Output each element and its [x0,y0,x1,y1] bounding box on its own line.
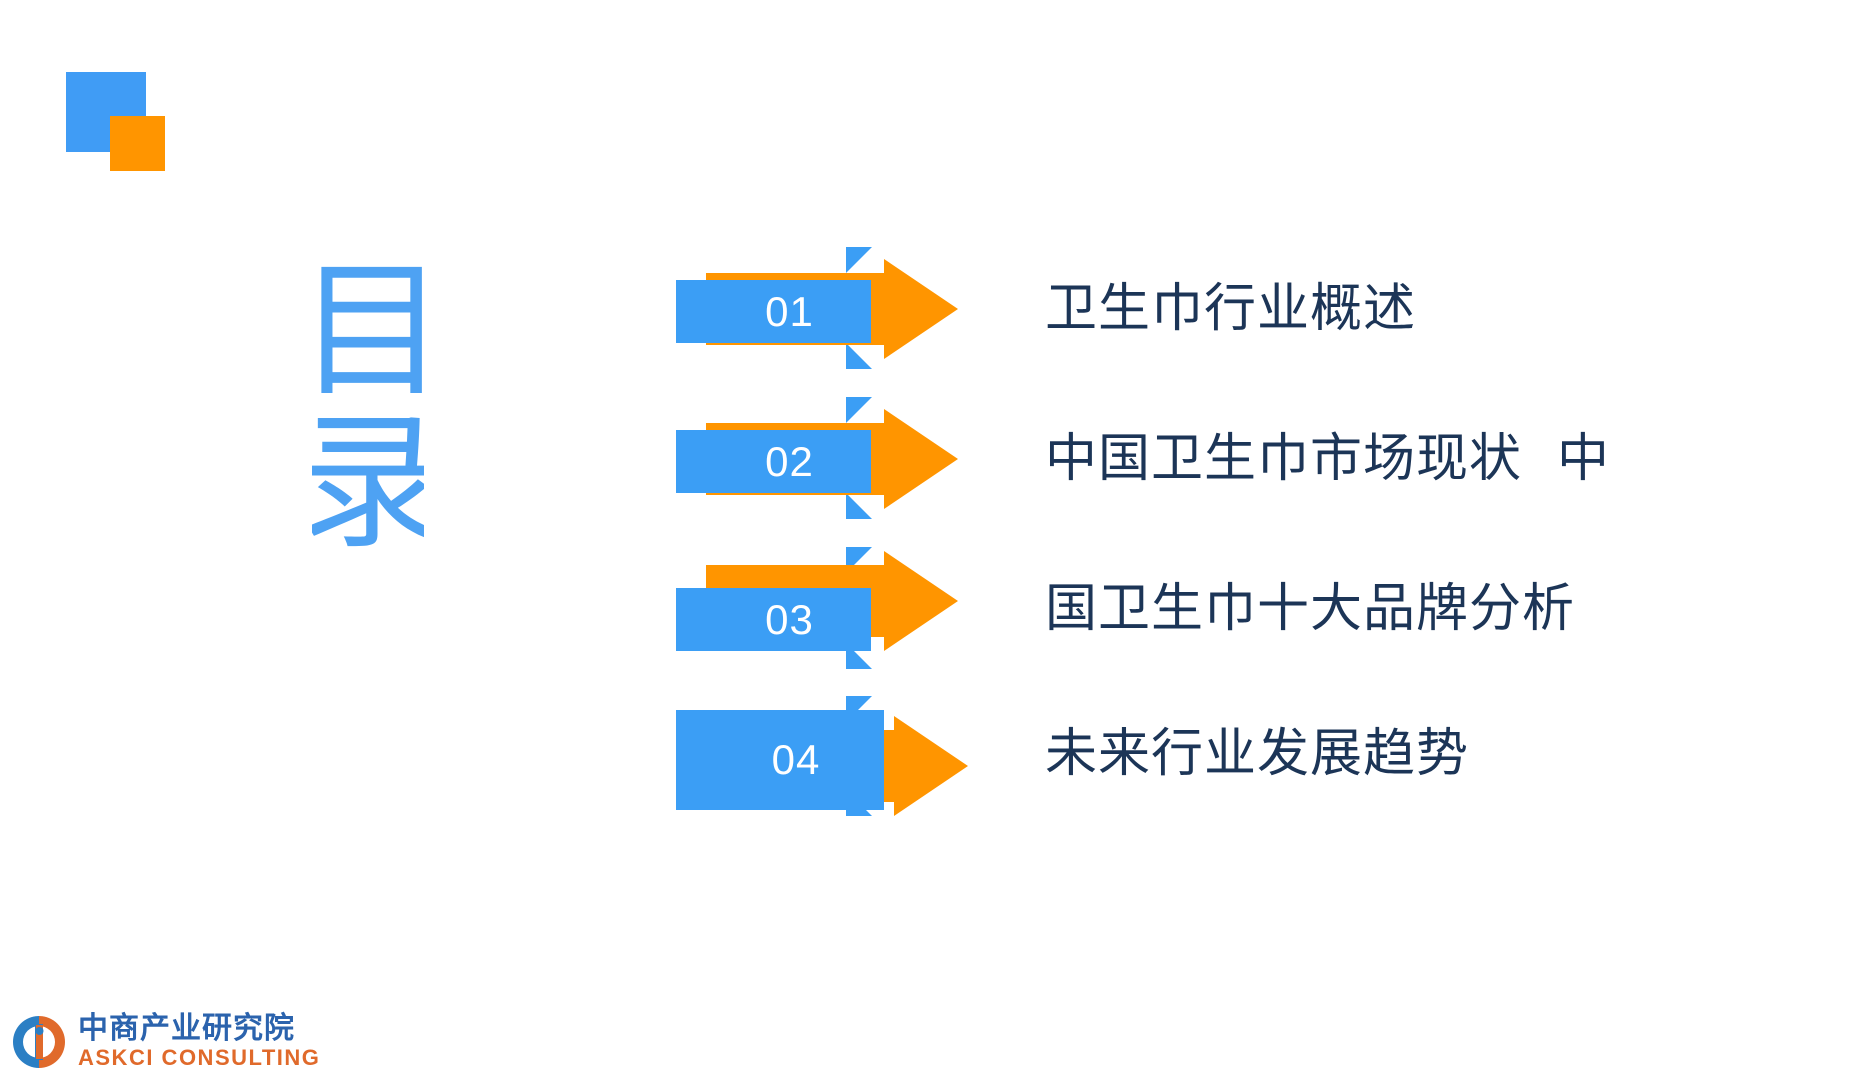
page-title-vertical: 目 录 [312,255,424,565]
contents-item-03[interactable]: 03 国卫生巾十大品牌分析 [0,543,1875,673]
chevron-accent-bottom-icon [846,343,872,369]
contents-number-badge: 04 [676,710,884,810]
contents-item-label[interactable]: 未来行业发展趋势 [1045,724,1470,784]
chevron-accent-bottom-icon [846,493,872,519]
contents-item-01[interactable]: 01 卫生巾行业概述 [0,243,1875,373]
contents-item-02[interactable]: 02 中国卫生巾市场现状 中 [0,393,1875,523]
title-char-1: 目 [312,255,424,417]
arrow-head [884,259,958,359]
arrow-head [884,551,958,651]
decor-square-orange [110,116,165,171]
footer-logo-en: ASKCI CONSULTING [78,1045,321,1070]
arrow-head [894,716,968,816]
footer-logo-cn: 中商产业研究院 [78,1011,295,1046]
contents-item-label[interactable]: 国卫生巾十大品牌分析 [1045,579,1576,639]
contents-item-04[interactable]: 04 未来行业发展趋势 [0,692,1875,822]
contents-number-badge: 02 [676,430,871,493]
contents-item-label[interactable]: 中国卫生巾市场现状 中 [1045,429,1611,489]
contents-number-badge: 01 [676,280,871,343]
chevron-accent-top-icon [846,247,872,273]
askci-logo-mark-icon [10,1013,68,1071]
title-char-2: 录 [312,397,424,565]
contents-number-badge: 03 [676,588,871,651]
contents-item-label[interactable]: 卫生巾行业概述 [1045,279,1417,339]
footer-logo: 中商产业研究院 ASKCI CONSULTING [10,1013,320,1071]
chevron-accent-top-icon [846,397,872,423]
arrow-head [884,409,958,509]
footer-logo-text: 中商产业研究院 ASKCI CONSULTING [78,1013,320,1071]
